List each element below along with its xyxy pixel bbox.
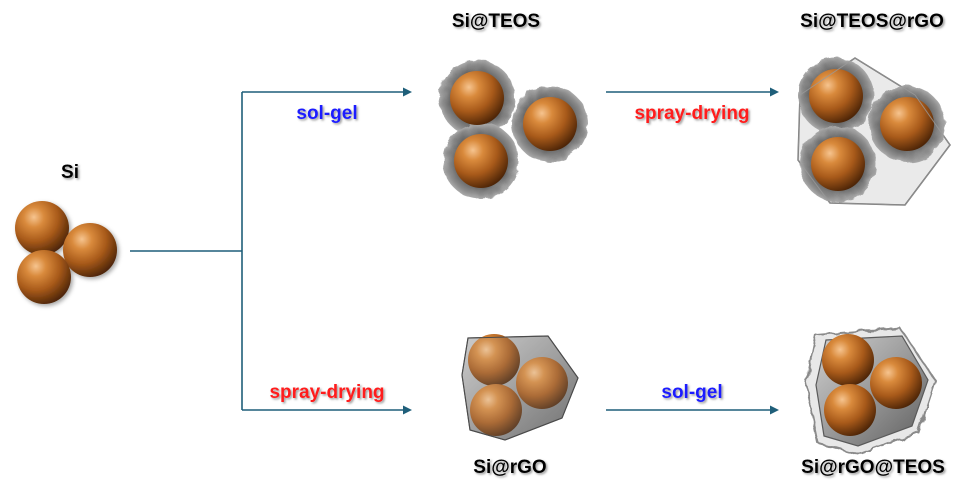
- si-teos-particles: [439, 60, 588, 199]
- si-sphere: [824, 384, 876, 436]
- arrow-bottom-second-head: [770, 405, 779, 415]
- si-sphere: [63, 223, 117, 277]
- arrow-top-first-head: [403, 87, 412, 97]
- si-sphere: [880, 97, 934, 151]
- si-rgo-teos-particles: [804, 326, 937, 456]
- si-sphere: [450, 71, 504, 125]
- si-particles: [15, 201, 117, 304]
- si-rgo-particles: [461, 334, 579, 441]
- si-sphere: [870, 357, 922, 409]
- step-top-sol-gel: sol-gel: [296, 103, 357, 124]
- si-sphere: [523, 97, 577, 151]
- si-sphere: [454, 134, 508, 188]
- si-sphere: [15, 201, 69, 255]
- label-si: Si: [61, 162, 79, 183]
- label-si-teos: Si@TEOS: [452, 11, 540, 32]
- label-si-rgo-teos: Si@rGO@TEOS: [801, 457, 945, 478]
- si-sphere: [468, 334, 520, 386]
- step-top-spray-drying: spray-drying: [634, 103, 749, 124]
- step-bottom-spray-drying: spray-drying: [269, 382, 384, 403]
- label-si-teos-rgo: Si@TEOS@rGO: [800, 11, 944, 32]
- arrow-bottom-first-head: [403, 405, 412, 415]
- si-sphere: [17, 250, 71, 304]
- step-bottom-sol-gel: sol-gel: [661, 382, 722, 403]
- si-sphere: [516, 357, 568, 409]
- si-sphere: [470, 384, 522, 436]
- si-teos-rgo-particles: [797, 57, 951, 206]
- flow-arrows: [130, 87, 779, 415]
- si-sphere: [811, 137, 865, 191]
- arrow-top-second-head: [770, 87, 779, 97]
- si-sphere: [809, 69, 863, 123]
- si-sphere: [822, 334, 874, 386]
- label-si-rgo: Si@rGO: [473, 457, 546, 478]
